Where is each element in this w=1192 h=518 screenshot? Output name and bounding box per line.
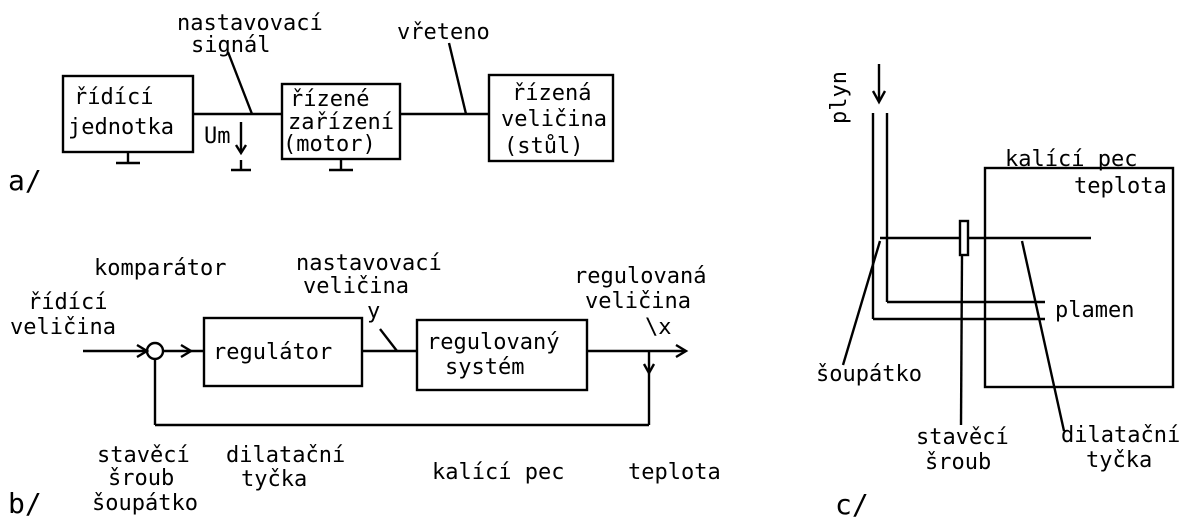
diagram-c: plyn kalící pec teplota plamen šoupátko … bbox=[816, 64, 1180, 518]
comparator-label: komparátor bbox=[94, 256, 226, 281]
system-box bbox=[415, 318, 589, 392]
bottom-col1-label-2: šroub bbox=[108, 466, 174, 491]
rod-label-1: dilatační bbox=[1061, 423, 1180, 448]
bottom-col1-label-3: šoupátko bbox=[92, 491, 198, 516]
adjusting-screw-symbol bbox=[958, 219, 970, 257]
bottom-col1-label-1: stavěcí bbox=[97, 443, 190, 468]
slide-valve-label: šoupátko bbox=[816, 362, 922, 387]
comparator-arrow bbox=[180, 343, 194, 359]
screw-pointer bbox=[959, 254, 964, 426]
manipulated-label-1: nastavovací bbox=[296, 251, 442, 276]
diagram-a: řídící jednotka nastavovací signál Um ří… bbox=[8, 11, 615, 197]
diagram-a-label: a/ bbox=[8, 164, 42, 197]
quantity-label-3: (stůl) bbox=[504, 133, 583, 159]
manipulated-pointer bbox=[379, 328, 398, 352]
reference-label-2: veličina bbox=[10, 315, 116, 340]
control-unit-box bbox=[61, 74, 195, 154]
rod-label-2: tyčka bbox=[1086, 448, 1152, 473]
system-label-1: regulovaný bbox=[427, 330, 559, 355]
output-arrow bbox=[675, 343, 689, 359]
control-unit-label-2: jednotka bbox=[68, 115, 174, 140]
signal-pointer bbox=[226, 51, 254, 115]
system-label-2: systém bbox=[445, 355, 524, 380]
voltage-label: Um bbox=[204, 124, 231, 149]
furnace-label: kalící pec bbox=[1005, 147, 1137, 172]
bottom-col2-label-1: dilatační bbox=[226, 443, 345, 468]
device-label-2: zařízení bbox=[288, 110, 394, 135]
reference-label-1: řídící bbox=[28, 290, 107, 315]
manipulated-label-2: veličina bbox=[303, 274, 409, 299]
slide-valve-pointer bbox=[841, 240, 882, 366]
quantity-label-2: veličina bbox=[501, 107, 607, 132]
diagram-b: komparátor řídící veličina regulátor nas… bbox=[8, 251, 721, 518]
output-label-2: veličina bbox=[585, 289, 691, 314]
screw-label-2: šroub bbox=[925, 450, 991, 475]
device-label-3: (motor) bbox=[283, 132, 376, 157]
voltage-arrow-head bbox=[234, 144, 248, 156]
x-symbol: \x bbox=[645, 315, 672, 340]
spindle-label: vřeteno bbox=[397, 20, 490, 45]
gas-label: plyn bbox=[827, 71, 852, 124]
output-label-1: regulovaná bbox=[574, 264, 706, 289]
device-label-1: řízené bbox=[290, 87, 369, 112]
diagram-c-label: c/ bbox=[835, 488, 869, 518]
signal-label-1: nastavovací bbox=[177, 11, 323, 36]
diagram-b-label: b/ bbox=[8, 487, 42, 518]
control-unit-label-1: řídící bbox=[74, 85, 153, 110]
controlled-device-box bbox=[280, 82, 402, 161]
bottom-col4-label: teplota bbox=[628, 460, 721, 485]
quantity-label-1: řízená bbox=[512, 81, 591, 106]
feedback-arrow bbox=[642, 363, 656, 376]
regulator-label: regulátor bbox=[213, 340, 332, 365]
bottom-col3-label: kalící pec bbox=[432, 460, 564, 485]
gas-arrow-head bbox=[871, 90, 887, 105]
flame-label: plamen bbox=[1055, 298, 1134, 323]
bottom-col2-label-2: tyčka bbox=[241, 467, 307, 492]
controlled-quantity-box bbox=[487, 73, 615, 163]
comparator-symbol bbox=[145, 341, 165, 361]
temperature-label: teplota bbox=[1074, 174, 1167, 199]
y-symbol: y bbox=[367, 299, 380, 324]
signal-label-2: signál bbox=[191, 33, 270, 58]
screw-label-1: stavěcí bbox=[916, 425, 1009, 450]
rod-pointer bbox=[1020, 240, 1066, 432]
spindle-pointer bbox=[447, 42, 468, 115]
furnace-box bbox=[983, 166, 1175, 389]
